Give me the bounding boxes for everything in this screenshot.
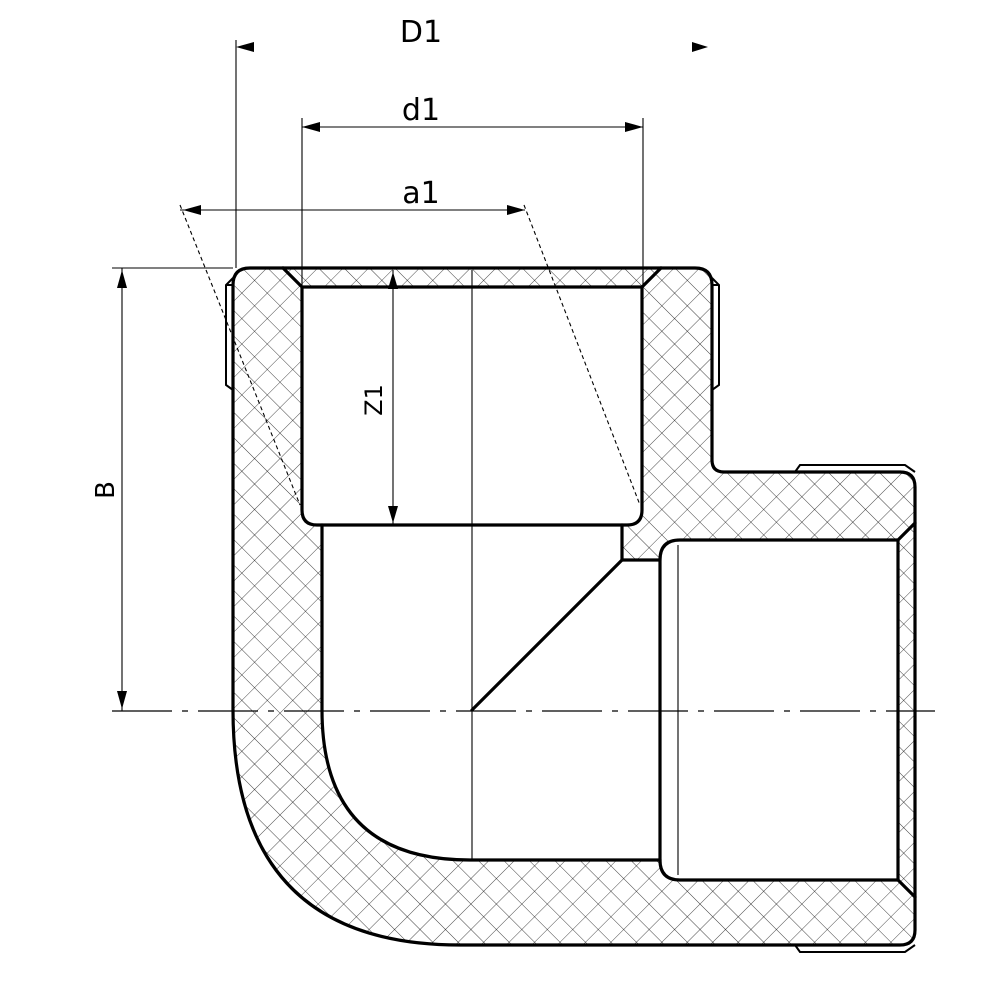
taper-guide-right [523, 204, 641, 506]
taper-guide-left [179, 204, 301, 506]
miter-line [470, 558, 624, 712]
label-Z1: Z1 [360, 384, 388, 416]
label-D1: D1 [400, 15, 442, 50]
outer-thread-bands [225, 277, 916, 953]
dimension-d1: d1 [301, 93, 644, 287]
label-d1: d1 [402, 93, 440, 128]
right-socket-bore [658, 521, 917, 862]
dimension-B: B [91, 267, 233, 711]
dimension-D1: D1 [235, 15, 708, 268]
elbow-bore [320, 523, 662, 862]
dimension-Z1: Z1 [360, 270, 398, 525]
outer-body-outline [231, 266, 917, 947]
label-B: B [91, 481, 121, 499]
label-a1: a1 [402, 176, 439, 211]
dimension-a1: a1 [180, 176, 525, 215]
